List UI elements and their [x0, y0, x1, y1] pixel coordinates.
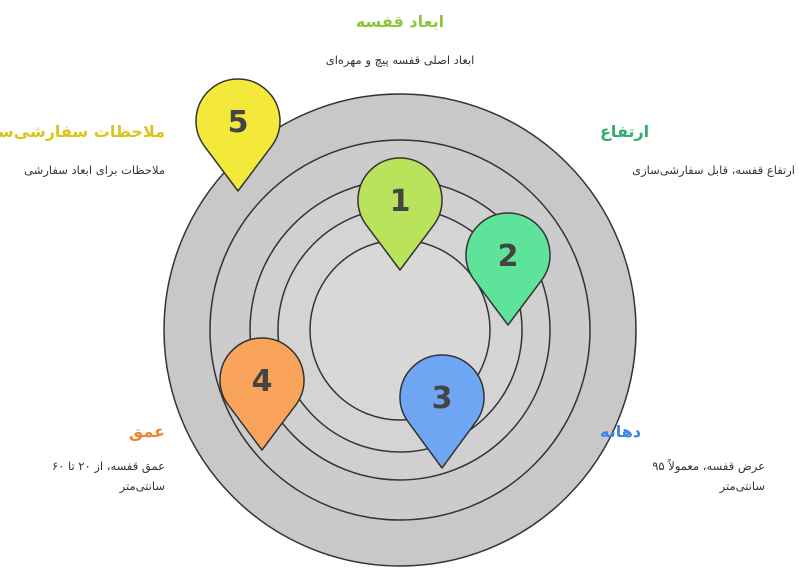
label-desc-5: ملاحظات برای ابعاد سفارشی: [24, 163, 165, 177]
pin-marker-1: 1: [357, 157, 443, 271]
pin-number-1: 1: [390, 184, 411, 219]
label-title-2: ارتفاع: [600, 122, 650, 141]
pin-marker-5: 5: [195, 78, 281, 192]
pin-marker-3: 3: [399, 354, 485, 469]
pin-number-2: 2: [498, 239, 519, 274]
pin-number-4: 4: [252, 364, 273, 399]
pin-shape-1: [357, 157, 443, 271]
pin-number-5: 5: [228, 105, 249, 140]
pin-marker-4: 4: [219, 337, 305, 451]
pin-shape-3: [399, 354, 485, 469]
label-desc-1: ابعاد اصلی قفسه پیچ و مهره‌ای: [325, 53, 475, 67]
label-desc-3: عرض قفسه، معمولاً ۹۵ سانتی‌متر: [652, 459, 765, 493]
label-title-5: ملاحظات سفارشی‌سازی: [0, 122, 165, 141]
label-desc-4: عمق قفسه، از ۲۰ تا ۶۰ سانتی‌متر: [51, 459, 165, 493]
pin-shape-2: [465, 212, 551, 326]
label-title-3: دهانه: [600, 422, 642, 441]
pin-number-3: 3: [432, 381, 453, 416]
label-desc-2: ارتفاع قفسه، قابل سفارشی‌سازی: [632, 163, 795, 177]
label-title-4: عمق: [128, 422, 165, 441]
pin-shape-4: [219, 337, 305, 451]
pin-marker-2: 2: [465, 212, 551, 326]
pin-shape-5: [195, 78, 281, 192]
label-title-1: ابعاد قفسه: [355, 12, 445, 31]
